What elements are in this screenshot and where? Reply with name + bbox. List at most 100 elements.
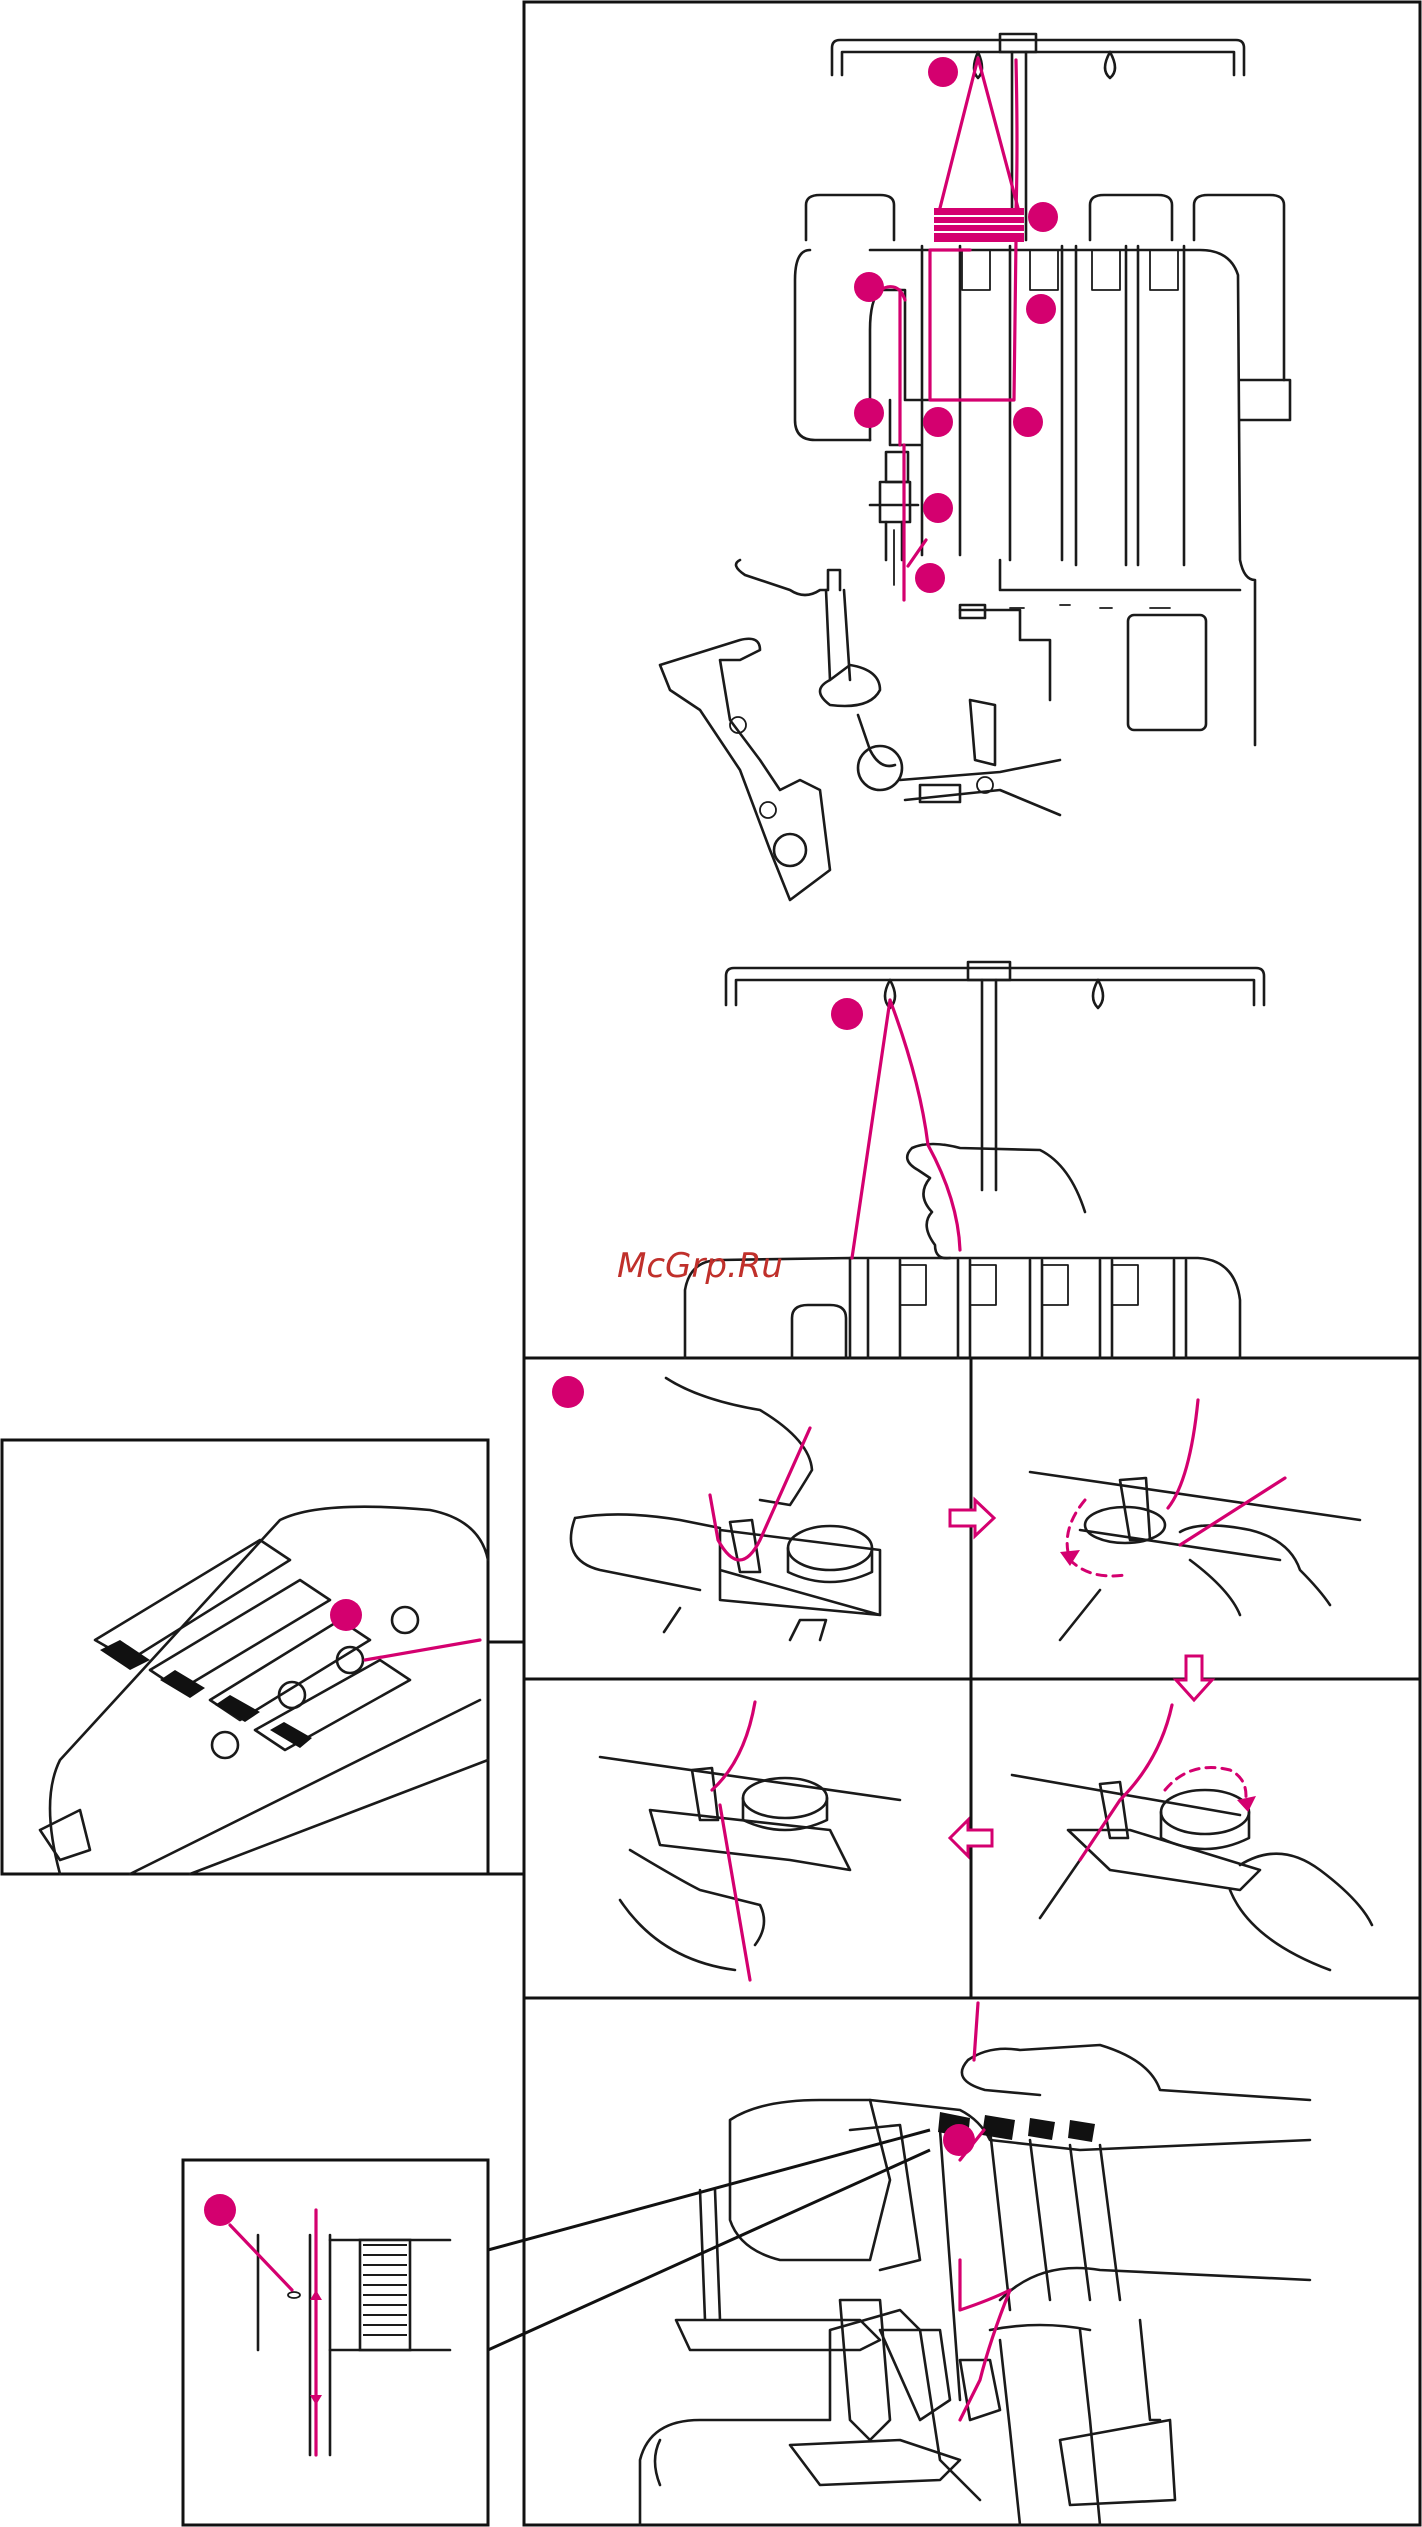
lower-hand: [990, 2268, 1310, 2330]
step-marker: [1026, 294, 1056, 324]
step-marker: [923, 407, 953, 437]
inset-frame: [2, 1440, 488, 1874]
step-marker: [330, 1599, 362, 1631]
step-marker: [831, 998, 863, 1030]
hand: [571, 1514, 826, 1640]
upper-hand: [962, 2045, 1310, 2100]
side-cover: [1060, 2420, 1175, 2505]
tension-step-2: [1030, 1400, 1360, 1640]
removable-presser-foot: [660, 639, 830, 900]
needle-plate: [790, 2440, 960, 2485]
thread-path: [712, 1702, 755, 1980]
lower-body-line: [1000, 560, 1240, 590]
tension-dial-grip: [1112, 1265, 1138, 1305]
presser-bar-lower: [858, 715, 895, 766]
hand: [1040, 1854, 1372, 1970]
foot-arm: [900, 760, 1060, 815]
presser-joint: [858, 746, 902, 790]
tension-dial-4: [255, 1660, 410, 1750]
tension-detail-inset: [2, 1440, 524, 1874]
handwheel: [40, 1810, 90, 1860]
needle-assembly: [870, 452, 918, 585]
thread-path: [365, 1640, 480, 1660]
inset-connector: [488, 2130, 930, 2350]
step-marker: [1028, 202, 1058, 232]
thread-path: [880, 287, 905, 445]
inset-connector: [488, 1642, 524, 1874]
hand: [1180, 1525, 1330, 1615]
thread-stand-hand-panel: McGrp.Ru: [617, 962, 1264, 1358]
thread-line: [600, 1757, 900, 1800]
small-part: [960, 605, 985, 618]
hand: [620, 1850, 764, 1970]
side-cover: [1128, 615, 1206, 730]
hand: [666, 1378, 812, 1505]
tension-dial-grip: [900, 1265, 926, 1305]
threaded-spool: [934, 208, 1024, 242]
tension-plate: [650, 1810, 850, 1870]
needle-detail-inset: [183, 2130, 930, 2525]
foot-hole: [774, 834, 806, 866]
tension-guide-clip: [692, 1768, 718, 1820]
step-marker: [854, 398, 884, 428]
machine-lower-body: [640, 2310, 980, 2525]
thread-path: [852, 1000, 960, 1258]
thread-guide: [792, 1305, 846, 1358]
needle-clamp: [258, 2235, 330, 2455]
machine-side-knob: [1240, 380, 1290, 420]
presser-lever: [736, 560, 840, 595]
watermark: McGrp.Ru: [617, 1246, 783, 1286]
step-marker: [1013, 407, 1043, 437]
machine-outline: [50, 1507, 488, 1874]
machine-edge: [130, 1700, 488, 1874]
machine-top: [850, 1258, 1240, 1358]
thread-spool: [806, 195, 894, 240]
thread-spool: [1090, 195, 1172, 240]
thread-line: [1030, 1472, 1360, 1560]
step-marker: [928, 57, 958, 87]
thread-stand-bar-inner: [842, 52, 1234, 75]
guide-bracket: [890, 400, 920, 445]
machine-front-lines: [1000, 2320, 1160, 2525]
tension-dial-grip: [970, 1265, 996, 1305]
small-marks: [1010, 605, 1170, 608]
thread-guide: [392, 1607, 418, 1633]
step-marker: [204, 2194, 236, 2226]
full-threading-path-panel: [660, 34, 1290, 900]
tension-step-4: [1012, 1705, 1372, 1970]
lower-body-line: [960, 610, 1050, 700]
thread-path: [230, 2225, 292, 2290]
rotation-arrowhead: [1060, 1550, 1080, 1566]
tension-dial-grips: [962, 250, 1178, 290]
thread-guide-loop: [1093, 980, 1103, 1008]
screw: [760, 802, 776, 818]
tension-dial-columns: [922, 246, 1184, 565]
tension-disc-side: [1161, 1812, 1249, 1849]
thread-guide-loop: [1105, 52, 1115, 78]
thread-path: [1168, 1400, 1285, 1545]
tension-step-3: [600, 1702, 900, 1980]
stand-hub: [968, 962, 1010, 980]
machine-base: [676, 2190, 880, 2350]
thread-path: [1016, 60, 1017, 210]
step-marker: [854, 272, 884, 302]
needle-threading-panel: [640, 2003, 1310, 2525]
foot-clamp: [920, 785, 960, 802]
tension-disc: [1161, 1790, 1249, 1834]
step-marker: [915, 563, 945, 593]
step-marker: [923, 493, 953, 523]
rotation-arrow: [1165, 1768, 1246, 1806]
stand-hub: [1000, 34, 1036, 52]
step-marker: [943, 2124, 975, 2156]
needle-eye: [288, 2292, 300, 2298]
thread-stand-bar: [832, 40, 1244, 75]
tension-dial-grip: [1042, 1265, 1068, 1305]
thread-guide: [212, 1732, 238, 1758]
thread-line: [1060, 1590, 1100, 1640]
tension-step-1: [571, 1378, 880, 1640]
thread-path: [930, 240, 1016, 400]
step-marker: [552, 1376, 584, 1408]
foot-bracket: [970, 700, 995, 765]
handwheel: [655, 2440, 660, 2485]
